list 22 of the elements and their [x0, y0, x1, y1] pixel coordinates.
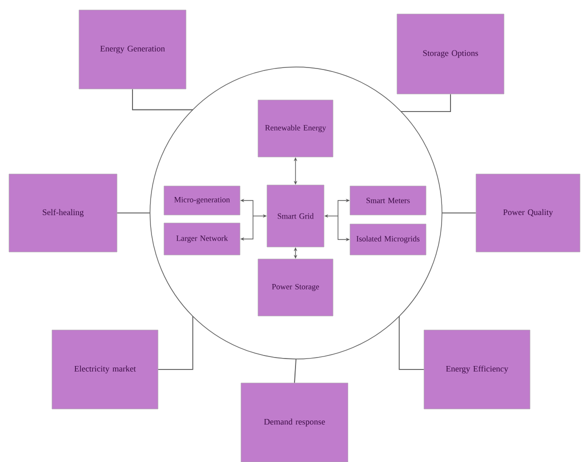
topic-box: Power Quality — [476, 174, 580, 252]
inner-box: Smart Grid — [266, 184, 324, 248]
inner-box: Isolated Microgrids — [350, 224, 426, 256]
topic-box: Demand response — [240, 382, 348, 462]
topic-box: Electricity market — [52, 330, 158, 410]
connector-line — [116, 212, 150, 214]
circle — [150, 66, 442, 360]
inner-box: Renewable Energy — [258, 100, 334, 158]
inner-box: Larger Network — [164, 222, 240, 256]
connector-line — [400, 94, 451, 112]
connector-line — [132, 88, 194, 110]
connector-line — [442, 212, 476, 214]
connector-line — [158, 316, 194, 370]
topic-box: Energy Efficiency — [424, 330, 530, 410]
connector-line — [398, 316, 424, 370]
inner-box: Micro-generation — [164, 186, 240, 216]
topic-box: Self-healing — [8, 174, 118, 252]
topic-box: Energy Generation — [78, 10, 186, 90]
connector-line — [294, 358, 296, 384]
topic-box: Storage Options — [396, 14, 504, 94]
inner-box: Power Storage — [258, 258, 334, 316]
inner-box: Smart Meters — [350, 186, 426, 216]
